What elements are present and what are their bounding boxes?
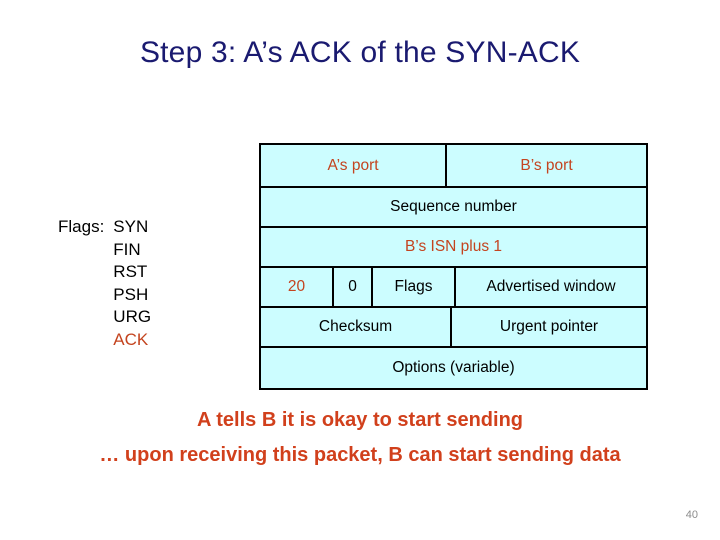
tcp-field-source-port: A’s port [261,145,447,186]
tcp-field-sequence-number: Sequence number [261,188,646,226]
tcp-header-row-sequence-number: Sequence number [261,188,646,228]
tcp-field-ack-number: B’s ISN plus 1 [261,228,646,266]
caption-line-2: … upon receiving this packet, B can star… [99,444,621,466]
tcp-field-flags: Flags [373,268,456,306]
flags-legend-label: Flags: [58,217,105,236]
flags-legend-list: SYN FIN RST PSH URG ACK [113,216,151,351]
tcp-header-diagram: A’s port B’s port Sequence number B’s IS… [259,143,648,390]
flag-item-urg: URG [113,307,152,326]
flag-item-rst: RST [113,262,148,281]
flag-item-fin: FIN [113,239,141,259]
tcp-field-destination-port: B’s port [447,145,646,186]
tcp-header-row-options: Options (variable) [261,348,646,388]
tcp-header-row-ack-number: B’s ISN plus 1 [261,228,646,268]
tcp-field-data-offset: 20 [261,268,334,306]
flags-legend: Flags: SYN FIN RST PSH URG ACK [58,216,151,351]
tcp-header-row-offset-flags-window: 20 0 Flags Advertised window [261,268,646,308]
tcp-field-advertised-window: Advertised window [456,268,646,306]
tcp-field-options: Options (variable) [261,348,646,388]
tcp-field-reserved: 0 [334,268,373,306]
tcp-header-row-checksum-urgent: Checksum Urgent pointer [261,308,646,348]
caption-line-1: A tells B it is okay to start sending [197,409,523,431]
flag-item-syn: SYN [113,217,149,236]
flag-item-psh: PSH [113,284,149,304]
page-number: 40 [685,509,698,521]
tcp-field-checksum: Checksum [261,308,452,346]
tcp-header-row-ports: A’s port B’s port [261,145,646,188]
page-title: Step 3: A’s ACK of the SYN-ACK [139,36,581,69]
tcp-field-urgent-pointer: Urgent pointer [452,308,646,346]
flag-item-ack: ACK [113,329,149,349]
